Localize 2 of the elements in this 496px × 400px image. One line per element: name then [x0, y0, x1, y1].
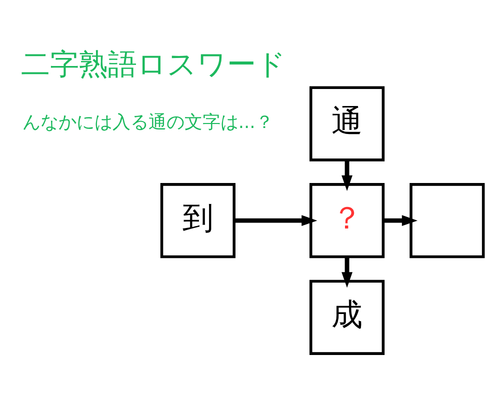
diagram-title: 二字熟語ロスワード	[20, 47, 286, 82]
label: んなかには入る通の文字は...？	[22, 112, 274, 134]
